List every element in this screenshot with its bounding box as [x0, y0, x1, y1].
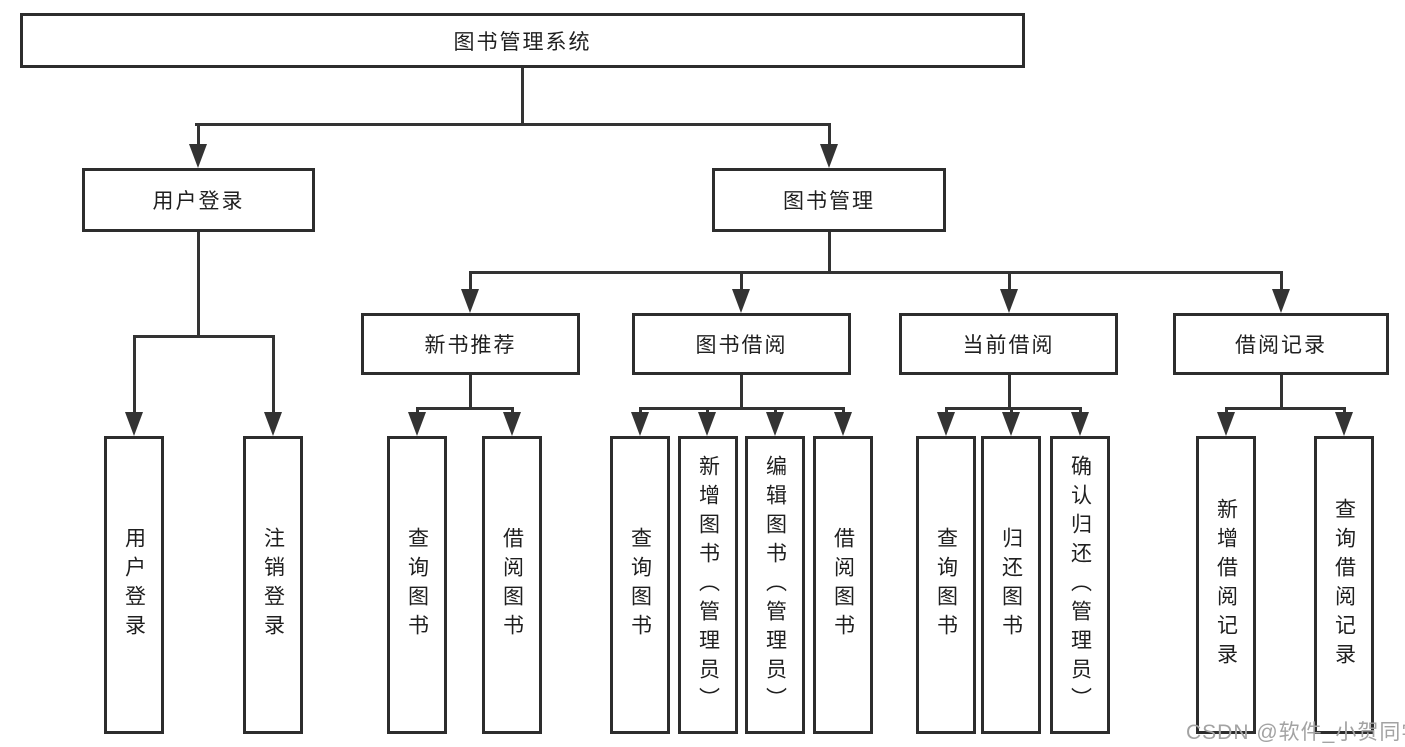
arrow-down-icon [766, 412, 784, 436]
arrow-down-icon [264, 412, 282, 436]
arrow-down-icon [834, 412, 852, 436]
connector-line [740, 375, 743, 410]
arrow-down-icon [1335, 412, 1353, 436]
leaf-user-login: 用户登录 [104, 436, 164, 734]
leaf-query-books-2: 查询图书 [610, 436, 670, 734]
connector-line [1008, 375, 1011, 410]
arrow-down-icon [408, 412, 426, 436]
arrow-down-icon [189, 144, 207, 168]
connector-line [945, 407, 948, 416]
connector-line [1280, 271, 1283, 295]
connector-line [1010, 407, 1013, 416]
connector-line [639, 407, 642, 416]
connector-line [521, 68, 524, 126]
connector-line [1343, 407, 1346, 416]
leaf-add-book-admin: 新增图书（管理员） [678, 436, 738, 734]
leaf-borrow-books-1: 借阅图书 [482, 436, 542, 734]
connector-line [469, 271, 1283, 274]
leaf-query-borrow-record: 查询借阅记录 [1314, 436, 1374, 734]
connector-line [133, 335, 136, 415]
leaf-edit-book-admin: 编辑图书（管理员） [745, 436, 805, 734]
arrow-down-icon [820, 144, 838, 168]
connector-line [469, 375, 472, 410]
arrow-down-icon [698, 412, 716, 436]
connector-line [133, 335, 275, 338]
connector-line [469, 271, 472, 295]
leaf-borrow-books-2: 借阅图书 [813, 436, 873, 734]
connector-line [511, 407, 514, 416]
arrow-down-icon [503, 412, 521, 436]
node-new-book-recommend: 新书推荐 [361, 313, 580, 375]
arrow-down-icon [461, 289, 479, 313]
node-current-borrow: 当前借阅 [899, 313, 1118, 375]
connector-line [706, 407, 709, 416]
leaf-query-books-1: 查询图书 [387, 436, 447, 734]
connector-line [1225, 407, 1346, 410]
connector-line [1280, 375, 1283, 410]
csdn-watermark: CSDN @软件_小贺同学 [1186, 721, 1405, 744]
arrow-down-icon [732, 289, 750, 313]
arrow-down-icon [1071, 412, 1089, 436]
node-borrow-records: 借阅记录 [1173, 313, 1389, 375]
connector-line [774, 407, 777, 416]
arrow-down-icon [1000, 289, 1018, 313]
leaf-return-book: 归还图书 [981, 436, 1041, 734]
arrow-down-icon [125, 412, 143, 436]
connector-line [828, 123, 831, 150]
node-book-borrow: 图书借阅 [632, 313, 851, 375]
leaf-confirm-return-admin: 确认归还（管理员） [1050, 436, 1110, 734]
connector-line [1079, 407, 1082, 416]
connector-line [1225, 407, 1228, 416]
leaf-logout: 注销登录 [243, 436, 303, 734]
leaf-add-borrow-record: 新增借阅记录 [1196, 436, 1256, 734]
connector-line [416, 407, 514, 410]
connector-line [197, 123, 200, 150]
connector-line [740, 271, 743, 295]
node-user-login: 用户登录 [82, 168, 315, 232]
node-library-system: 图书管理系统 [20, 13, 1025, 68]
connector-line [272, 335, 275, 415]
connector-line [639, 407, 845, 410]
node-book-management: 图书管理 [712, 168, 946, 232]
connector-line [416, 407, 419, 416]
connector-line [1008, 271, 1011, 295]
arrow-down-icon [1002, 412, 1020, 436]
leaf-query-books-3: 查询图书 [916, 436, 976, 734]
arrow-down-icon [631, 412, 649, 436]
connector-line [945, 407, 1082, 410]
arrow-down-icon [1272, 289, 1290, 313]
connector-line [842, 407, 845, 416]
arrow-down-icon [937, 412, 955, 436]
connector-line [195, 123, 831, 126]
connector-line [828, 232, 831, 274]
connector-line [197, 232, 200, 338]
arrow-down-icon [1217, 412, 1235, 436]
